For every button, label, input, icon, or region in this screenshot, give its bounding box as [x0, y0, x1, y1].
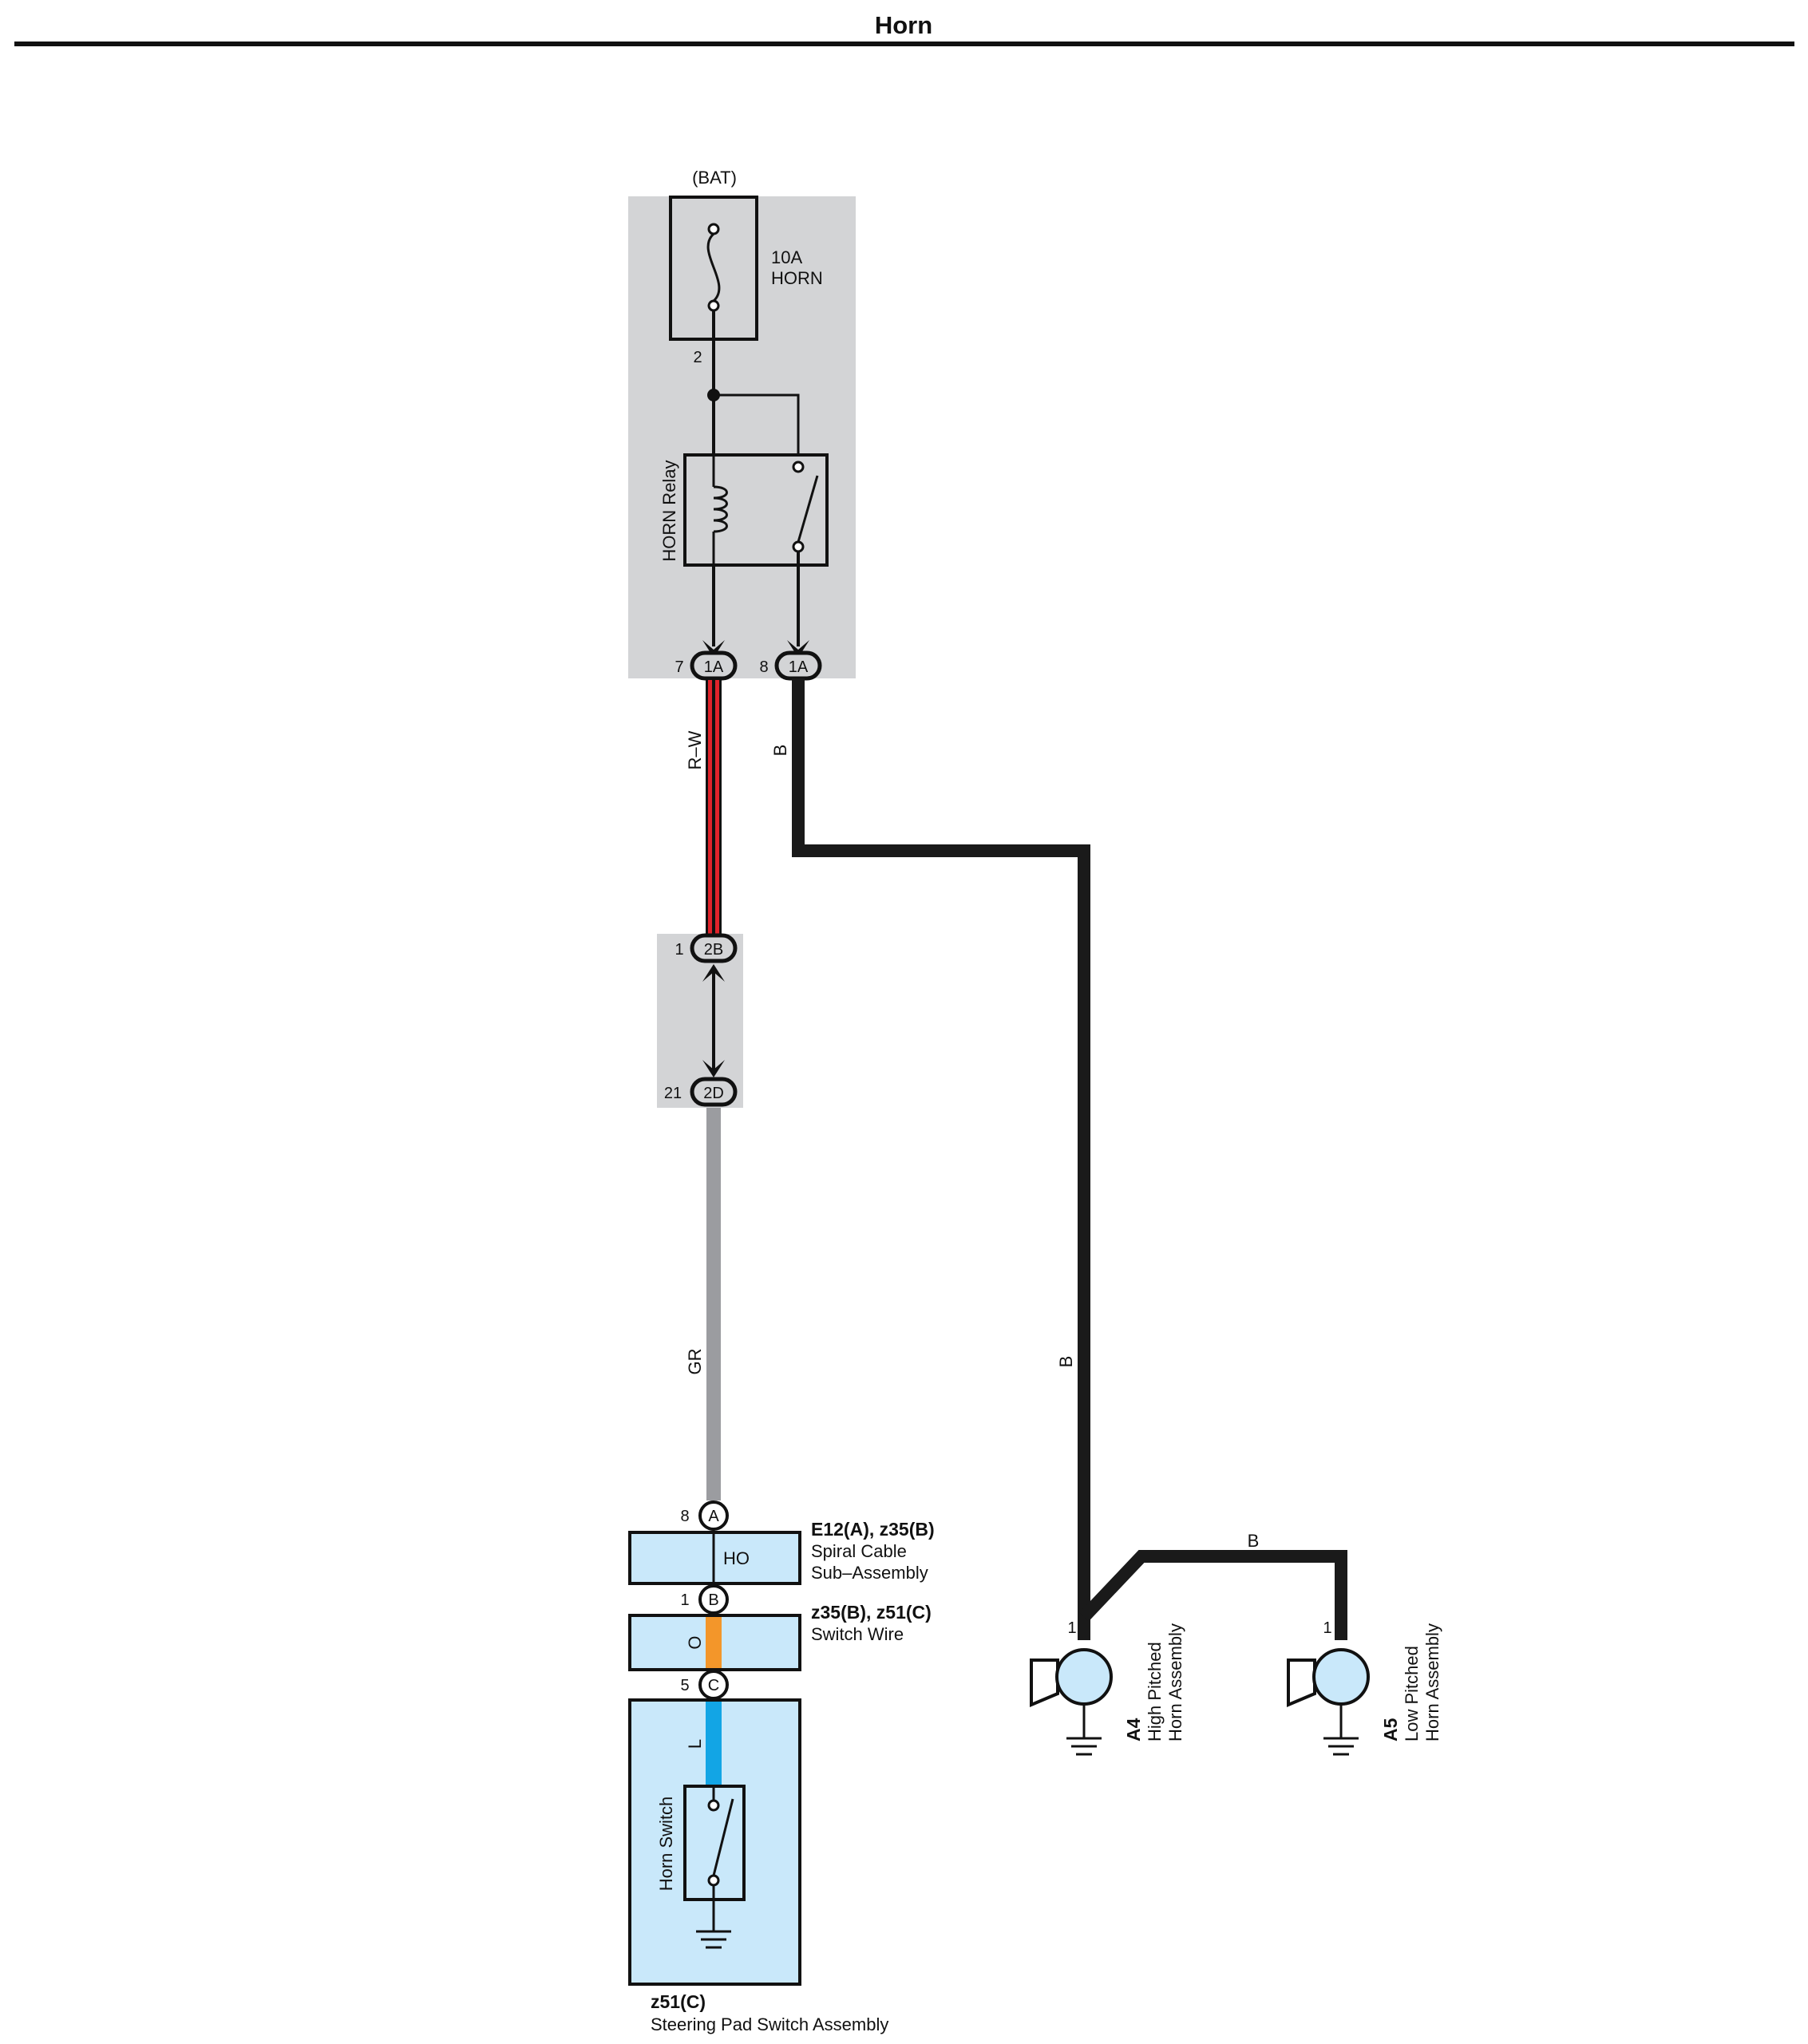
relay-contact-top [792, 461, 805, 473]
horn-relay-label: HORN Relay [659, 460, 679, 561]
connector-1a-right-label: 1A [789, 658, 809, 676]
wire-l-label: L [685, 1739, 705, 1749]
arrow-2b [702, 964, 725, 982]
steering-pad-id: z51(C) [651, 1991, 706, 2012]
page-title: Horn [875, 11, 932, 39]
wire-rw-label: R–W [685, 730, 705, 769]
connector-1a-left-pin: 7 [675, 658, 683, 676]
connector-b-label: B [708, 1591, 718, 1609]
connector-b-pin: 1 [680, 1591, 689, 1609]
horn-high-name-1: High Pitched [1145, 1642, 1165, 1742]
wire-o [706, 1617, 722, 1668]
connector-a-label: A [708, 1508, 719, 1525]
connector-2d [690, 1077, 738, 1107]
fuse-terminal-bottom [707, 299, 720, 312]
horn-relay-box [683, 453, 829, 567]
ground-icon [696, 1930, 731, 1949]
fuse-name: HORN [771, 268, 823, 288]
switch-wire-name: Switch Wire [811, 1624, 904, 1644]
wire-b-branch [1079, 1550, 1347, 1640]
wire-gr [706, 1108, 721, 1500]
horn-switch-label: Horn Switch [656, 1797, 676, 1892]
spiral-cable-name-1: Spiral Cable [811, 1541, 907, 1561]
relay-contact-feed [714, 393, 800, 455]
title-rule [14, 42, 1794, 46]
switch-wire-id: z35(B), z51(C) [811, 1602, 932, 1623]
relay-contact-bottom [792, 540, 805, 553]
wire-l [706, 1702, 722, 1785]
horn-high-name-2: Horn Assembly [1165, 1623, 1185, 1742]
connector-1a-left-label: 1A [704, 658, 724, 676]
fuse-pin: 2 [693, 349, 702, 366]
relay-contact-blade [797, 475, 819, 543]
wire-b-label-2: B [1056, 1356, 1076, 1368]
relay-junction-box [628, 196, 856, 678]
steering-pad-name: Steering Pad Switch Assembly [651, 2014, 888, 2034]
connector-b [698, 1584, 729, 1615]
arrow-2d [702, 1060, 725, 1077]
wire-b-main [792, 678, 1090, 1640]
horn-switch-contact-bottom [707, 1874, 720, 1887]
spiral-cable-name-2: Sub–Assembly [811, 1563, 928, 1583]
horn-switch-contact-top [707, 1799, 720, 1812]
horn-high-icon [1030, 1648, 1113, 1756]
horn-low-pin: 1 [1323, 1619, 1331, 1637]
horn-low-name-1: Low Pitched [1402, 1646, 1422, 1742]
horn-low-name-2: Horn Assembly [1422, 1623, 1442, 1742]
fuse-rating: 10A [771, 247, 802, 267]
wire-o-label: O [685, 1635, 705, 1649]
connector-2d-label: 2D [703, 1085, 724, 1102]
horn-low-icon [1287, 1648, 1370, 1756]
spiral-cable-id: E12(A), z35(B) [811, 1519, 935, 1540]
connector-1a-right-pin: 8 [759, 658, 768, 676]
horn-switch-blade [712, 1798, 734, 1876]
connector-a-pin: 8 [680, 1508, 689, 1525]
wire-rw-red-left [708, 680, 712, 934]
horn-high-id: A4 [1123, 1718, 1144, 1742]
connector-c-label: C [708, 1677, 719, 1694]
connector-2b-label: 2B [704, 941, 723, 959]
wire-b-label-3: B [1248, 1531, 1260, 1551]
connector-c-pin: 5 [680, 1677, 689, 1694]
horn-low-id: A5 [1380, 1718, 1401, 1742]
wire-gr-label: GR [685, 1349, 705, 1375]
connector-2b [690, 933, 738, 963]
bat-label: (BAT) [692, 168, 737, 188]
fuse-element [706, 232, 721, 302]
connector-2b-pin: 1 [675, 941, 683, 959]
connector-2d-pin: 21 [664, 1085, 682, 1102]
connector-1a-left [690, 650, 738, 681]
horn-high-pin: 1 [1067, 1619, 1076, 1637]
wire-rw-red-right [715, 680, 719, 934]
fuse-terminal-top [707, 223, 720, 235]
spiral-cable-signal: HO [723, 1548, 750, 1568]
wire-b-label-1: B [770, 745, 790, 757]
relay-coil [713, 485, 728, 533]
